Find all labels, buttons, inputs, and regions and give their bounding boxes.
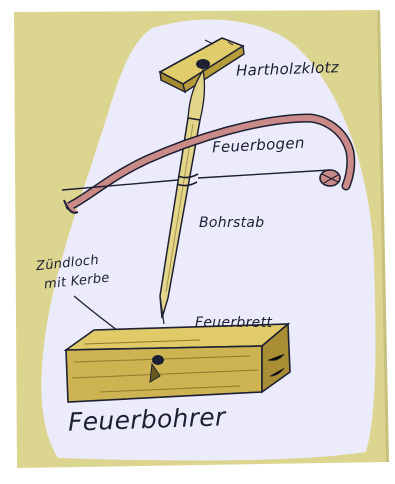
label-feuerbrett: Feuerbrett [195, 315, 272, 331]
label-hartholzklotz: Hartholzklotz [236, 58, 340, 80]
fire-board [66, 324, 290, 402]
label-bohrstab: Bohrstab [199, 215, 264, 231]
diagram-title: Feuerbohrer [68, 402, 226, 436]
